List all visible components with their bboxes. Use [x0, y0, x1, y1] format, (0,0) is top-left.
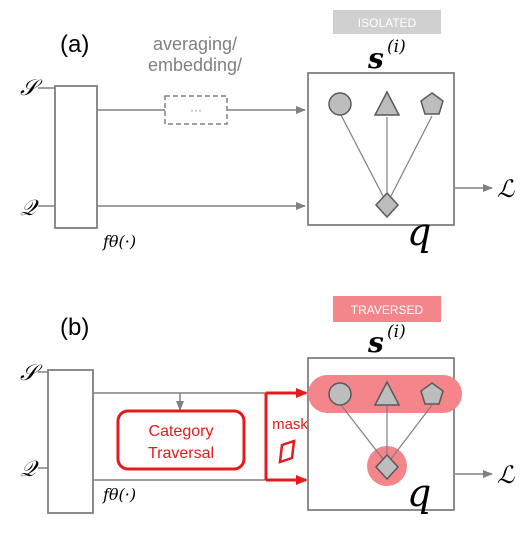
diamond-query-icon [374, 191, 400, 219]
isolated-badge-text: ISOLATED [358, 16, 417, 30]
encoder-label: fθ(·) [102, 232, 136, 251]
encoder-block-b [47, 369, 94, 514]
traversed-badge [333, 296, 441, 322]
traversed-badge-text: TRAVERSED [351, 303, 424, 317]
pentagon-prototype-icon-b [420, 382, 444, 405]
circle-prototype-icon [328, 92, 352, 116]
diamond-query-icon-b [374, 453, 400, 481]
isolated-badge [333, 10, 441, 34]
support-embedding-label-b: s [367, 326, 384, 359]
triangle-prototype-icon-b [373, 380, 401, 406]
query-embedding-label-b: q [407, 471, 431, 515]
link-pentagon-query [390, 115, 433, 197]
panel-a-label: (a) [60, 31, 89, 58]
loss-label-b: ℒ [497, 461, 515, 489]
support-embedding-sup-b: (i) [387, 322, 406, 342]
encoder-label-b: fθ(·) [102, 485, 136, 504]
query-set-label: 𝒬 [20, 196, 39, 221]
category-traversal-module [116, 409, 246, 471]
category-traversal-line2: Traversal [148, 445, 214, 462]
query-embedding-label: q [407, 210, 431, 254]
support-set-label-b: 𝒮 [20, 361, 43, 386]
query-set-label-b: 𝒬 [20, 457, 39, 482]
mask-icon [278, 439, 296, 464]
circle-prototype-icon-b [328, 382, 352, 406]
panel-a: (a) ISOLATED 𝒮 𝒬 fθ(·) averaging/ embedd… [20, 10, 515, 254]
encoder-block [54, 85, 98, 229]
link-pentagon-query-b [390, 404, 433, 460]
ellipsis-text: ··· [190, 103, 202, 117]
support-embedding-label: s [367, 42, 384, 75]
link-circle-query [340, 114, 384, 197]
link-circle-query-b [340, 404, 384, 460]
category-traversal-line1: Category [149, 423, 214, 440]
mask-label: mask [272, 416, 308, 433]
averaging-text: averaging/ [153, 34, 237, 54]
panel-b: (b) TRAVERSED 𝒮 𝒬 fθ(·) Category Travers… [20, 296, 515, 515]
panel-b-label: (b) [60, 314, 89, 341]
loss-label-a: ℒ [497, 175, 515, 203]
embedding-text: embedding/ [148, 55, 242, 75]
pentagon-prototype-icon [420, 92, 444, 115]
support-embedding-sup: (i) [387, 37, 406, 57]
triangle-prototype-icon [373, 90, 401, 116]
